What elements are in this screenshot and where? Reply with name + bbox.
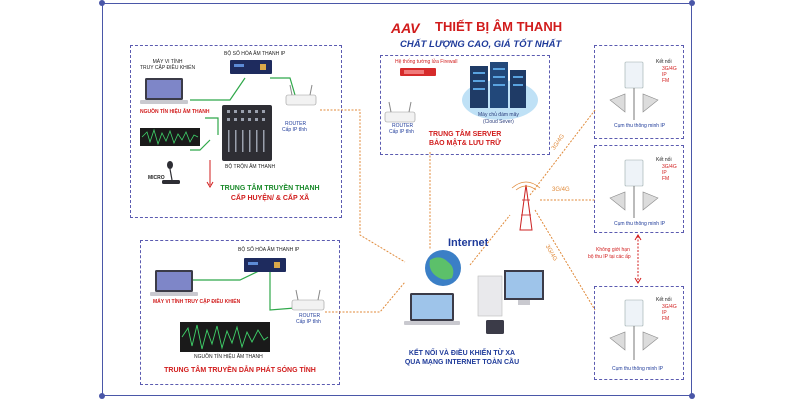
aav-logo-icon: [388, 16, 432, 40]
province-encoder-label: BỘ SỐ HÓA ÂM THANH IP: [238, 247, 300, 253]
province-router-label-1: ROUTER: [299, 313, 321, 319]
province-source-label: NGUỒN TÍN HIỆU ÂM THANH: [194, 354, 263, 360]
receiver-label-3: Cụm thu thông minh IP: [612, 366, 664, 372]
server-cloud-label-2: (Cloud Sever): [483, 119, 514, 125]
mixer-icon: [222, 105, 272, 161]
district-center-box: [130, 45, 342, 218]
encoder-icon-district: [230, 60, 272, 74]
receiver-opt-1-c: FM: [662, 78, 670, 84]
brand-slogan: CHẤT LƯỢNG CAO, GIÁ TỐT NHẤT: [400, 39, 562, 50]
server-router-label-2: Cấp IP tĩnh: [389, 129, 414, 135]
waveform-icon-district: [140, 128, 200, 146]
unlimited-label-1: Không giới hạn: [596, 247, 630, 253]
laptop-icon-district: [140, 78, 188, 104]
frame-corner-dot: [689, 393, 695, 399]
router-icon-server: [384, 101, 416, 123]
district-computer-label: MÁY VI TÍNH TRUY CẬP ĐIỀU KHIỂN: [140, 59, 196, 71]
receiver-connect-label-3: Kết nối: [656, 297, 672, 303]
router-icon-district: [285, 84, 317, 106]
district-source-label: NGUỒN TÍN HIỆU ÂM THANH: [140, 109, 210, 115]
frame-corner-dot: [99, 0, 105, 6]
server-firewall-label: Hệ thống tường lửa Firewall: [395, 59, 458, 65]
server-router-label-1: ROUTER: [392, 123, 414, 129]
receiver-opt-3-a: 3G/4G: [662, 304, 677, 310]
receiver-opt-3-c: FM: [662, 316, 670, 322]
server-center-title-2: BẢO MẬT& LƯU TRỮ: [429, 140, 501, 147]
receiver-icon-1: [609, 61, 659, 120]
receiver-opt-2-c: FM: [662, 176, 670, 182]
server-center-title-1: TRUNG TÂM SERVER: [428, 131, 502, 138]
link-label-2: 3G/4G: [552, 187, 570, 193]
receiver-connect-label-1: Kết nối: [656, 59, 672, 65]
receiver-icon-2: [609, 159, 659, 218]
receiver-opt-1-a: 3G/4G: [662, 66, 677, 72]
server-cloud-label-1: Máy chủ đám mây: [478, 112, 519, 118]
receiver-opt-2-a: 3G/4G: [662, 164, 677, 170]
district-mixer-label: BỘ TRỘN ÂM THANH: [225, 164, 276, 170]
firewall-icon: [400, 68, 436, 76]
district-router-label-1: ROUTER: [285, 121, 307, 127]
brand-logo: AAV: [391, 20, 420, 36]
receiver-label-1: Cụm thu thông minh IP: [614, 123, 666, 129]
cloud-server-icon: [462, 62, 538, 120]
receiver-opt-2-b: IP: [662, 170, 667, 176]
internet-caption-2: QUA MẠNG INTERNET TOÀN CẦU: [404, 359, 520, 366]
internet-label: Internet: [448, 237, 489, 249]
tower-icon: [511, 181, 541, 231]
devices-icon: [404, 270, 544, 334]
connection-lines: [320, 109, 596, 313]
receiver-opt-3-b: IP: [662, 310, 667, 316]
district-router-label-2: Cấp IP tĩnh: [282, 127, 307, 133]
receiver-box-1: [594, 45, 684, 139]
district-encoder-label: BỘ SỐ HÓA ÂM THANH IP: [224, 51, 286, 57]
outer-frame: [102, 3, 692, 396]
district-center-title-2: CẤP HUYỆN/ & CẤP XÃ: [230, 195, 310, 202]
receiver-opt-1-b: IP: [662, 72, 667, 78]
province-center-title: TRUNG TÂM TRUYỀN DẪN PHÁT SÓNG TỈNH: [164, 367, 316, 374]
server-center-box: [380, 55, 550, 155]
globe-icon: [425, 250, 461, 286]
unlimited-label-2: bộ thu IP tại các ấp: [588, 254, 631, 260]
microphone-icon: [162, 161, 180, 184]
frame-corner-dot: [99, 393, 105, 399]
unlimited-arrow-icon: [634, 234, 642, 284]
router-icon-province: [291, 289, 325, 311]
receiver-box-3: [594, 286, 684, 380]
waveform-icon-province: [180, 322, 270, 352]
frame-corner-dot: [689, 0, 695, 6]
receiver-icon-3: [609, 299, 659, 360]
receiver-box-2: [594, 145, 684, 233]
encoder-icon-province: [244, 258, 286, 272]
receiver-label-2: Cụm thu thông minh IP: [614, 221, 666, 227]
district-center-title-1: TRUNG TÂM TRUYỀN THANH: [220, 185, 320, 192]
receiver-connect-label-2: Kết nối: [656, 157, 672, 163]
province-router-label-2: Cấp IP tĩnh: [296, 319, 321, 325]
laptop-icon-province: [150, 270, 198, 296]
province-computer-label: MÁY VI TÍNH TRUY CẬP ĐIỀU KHIỂN: [153, 299, 241, 305]
district-micro-label: MICRO: [148, 175, 165, 181]
internet-caption-1: KẾT NỐI VÀ ĐIỀU KHIỂN TỪ XA: [408, 350, 516, 357]
red-arrows: [206, 160, 214, 188]
brand-title: THIẾT BỊ ÂM THANH: [435, 19, 563, 34]
